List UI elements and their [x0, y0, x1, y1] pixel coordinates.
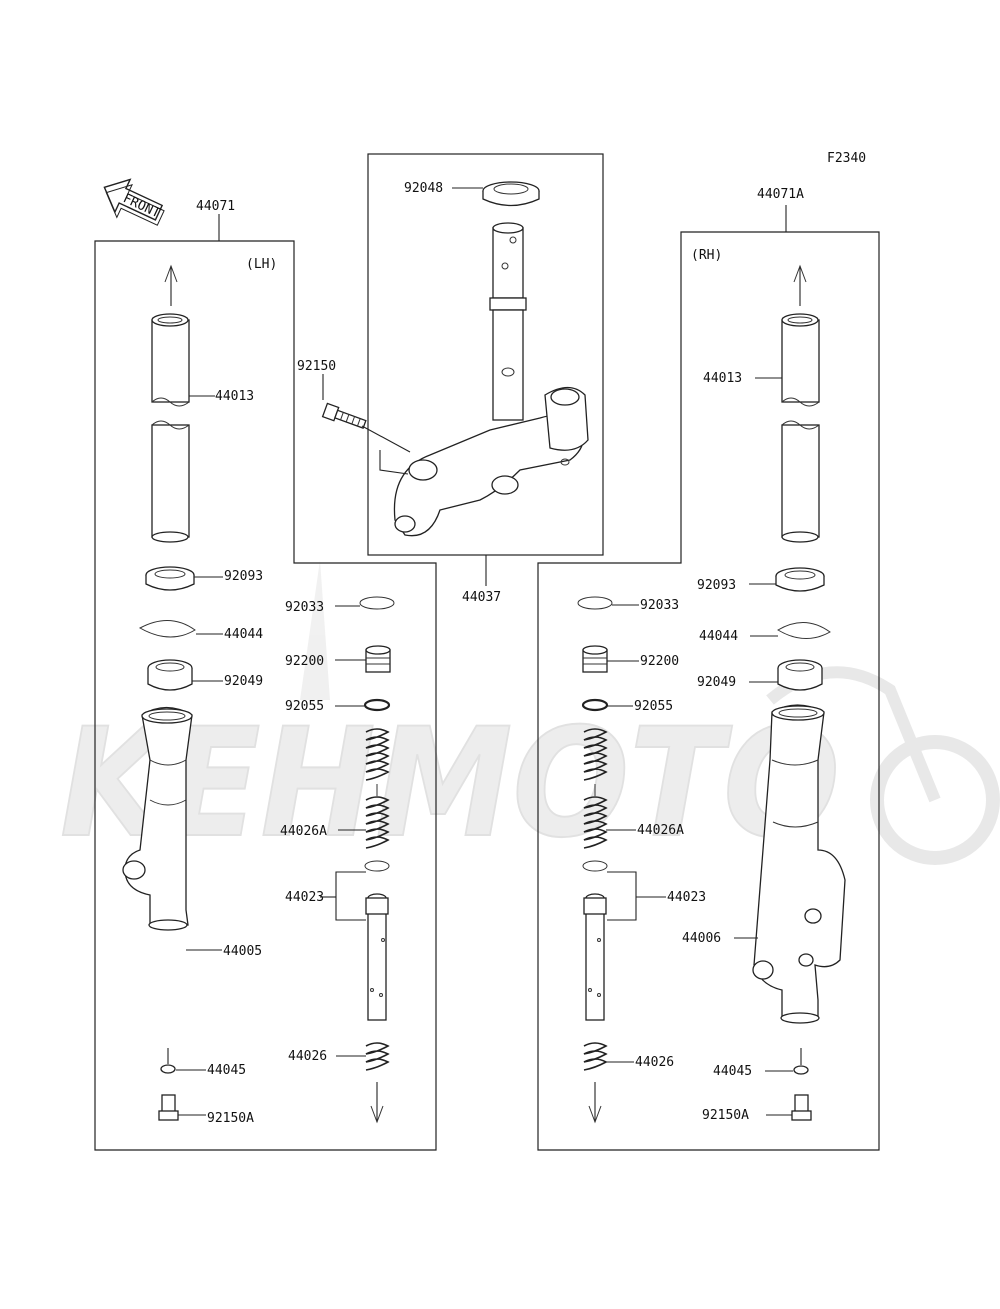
lh-callout-92055: 92055 — [285, 699, 324, 714]
rh-callout-92150A: 92150A — [702, 1108, 749, 1123]
lh-callout-44045: 44045 — [207, 1063, 246, 1078]
front-arrow-icon: FRONT — [103, 178, 165, 226]
rh-callout-92055: 92055 — [634, 699, 673, 714]
figure-code: F2340 — [827, 151, 866, 166]
rh-callout-44026A: 44026A — [637, 823, 684, 838]
rh-callout-92200: 92200 — [640, 654, 679, 669]
lh-assembly-number: 44071 — [196, 199, 235, 214]
callout-92048: 92048 — [404, 181, 443, 196]
rh-callout-44044: 44044 — [699, 629, 738, 644]
watermark: KEHMOTO — [59, 560, 1000, 872]
callout-92150: 92150 — [297, 359, 336, 374]
rh-callout-44045: 44045 — [713, 1064, 752, 1079]
lh-callout-92093: 92093 — [224, 569, 263, 584]
rh-callout-44006: 44006 — [682, 931, 721, 946]
lh-callout-92150A: 92150A — [207, 1111, 254, 1126]
lh-callout-44023: 44023 — [285, 890, 324, 905]
rh-callout-44026: 44026 — [635, 1055, 674, 1070]
lh-callout-92200: 92200 — [285, 654, 324, 669]
lh-callout-92033: 92033 — [285, 600, 324, 615]
lh-callout-44044: 44044 — [224, 627, 263, 642]
lh-callout-44013: 44013 — [215, 389, 254, 404]
rh-callout-92049: 92049 — [697, 675, 736, 690]
steering-stem-group: 92048 92150 — [297, 181, 589, 537]
assembly-frames — [94, 153, 880, 1151]
rh-side-label: (RH) — [691, 248, 722, 263]
rh-assembly-number: 44071A — [757, 187, 804, 202]
lh-callout-44026: 44026 — [288, 1049, 327, 1064]
lh-callout-44005: 44005 — [223, 944, 262, 959]
rh-callout-92033: 92033 — [640, 598, 679, 613]
rh-callout-92093: 92093 — [697, 578, 736, 593]
lh-callout-44026A: 44026A — [280, 824, 327, 839]
rh-fork-group: 44013 92093 44044 92049 44006 44045 — [577, 264, 846, 1124]
lh-side-label: (LH) — [246, 257, 277, 272]
lh-callout-92049: 92049 — [224, 674, 263, 689]
center-assembly-number: 44037 — [462, 590, 501, 605]
rh-callout-44013: 44013 — [703, 371, 742, 386]
rh-assembly-frame — [537, 231, 880, 1151]
lh-fork-group: 44013 92093 44044 92049 44005 44045 — [122, 264, 395, 1126]
lh-assembly-frame — [94, 240, 437, 1151]
rh-callout-44023: 44023 — [667, 890, 706, 905]
